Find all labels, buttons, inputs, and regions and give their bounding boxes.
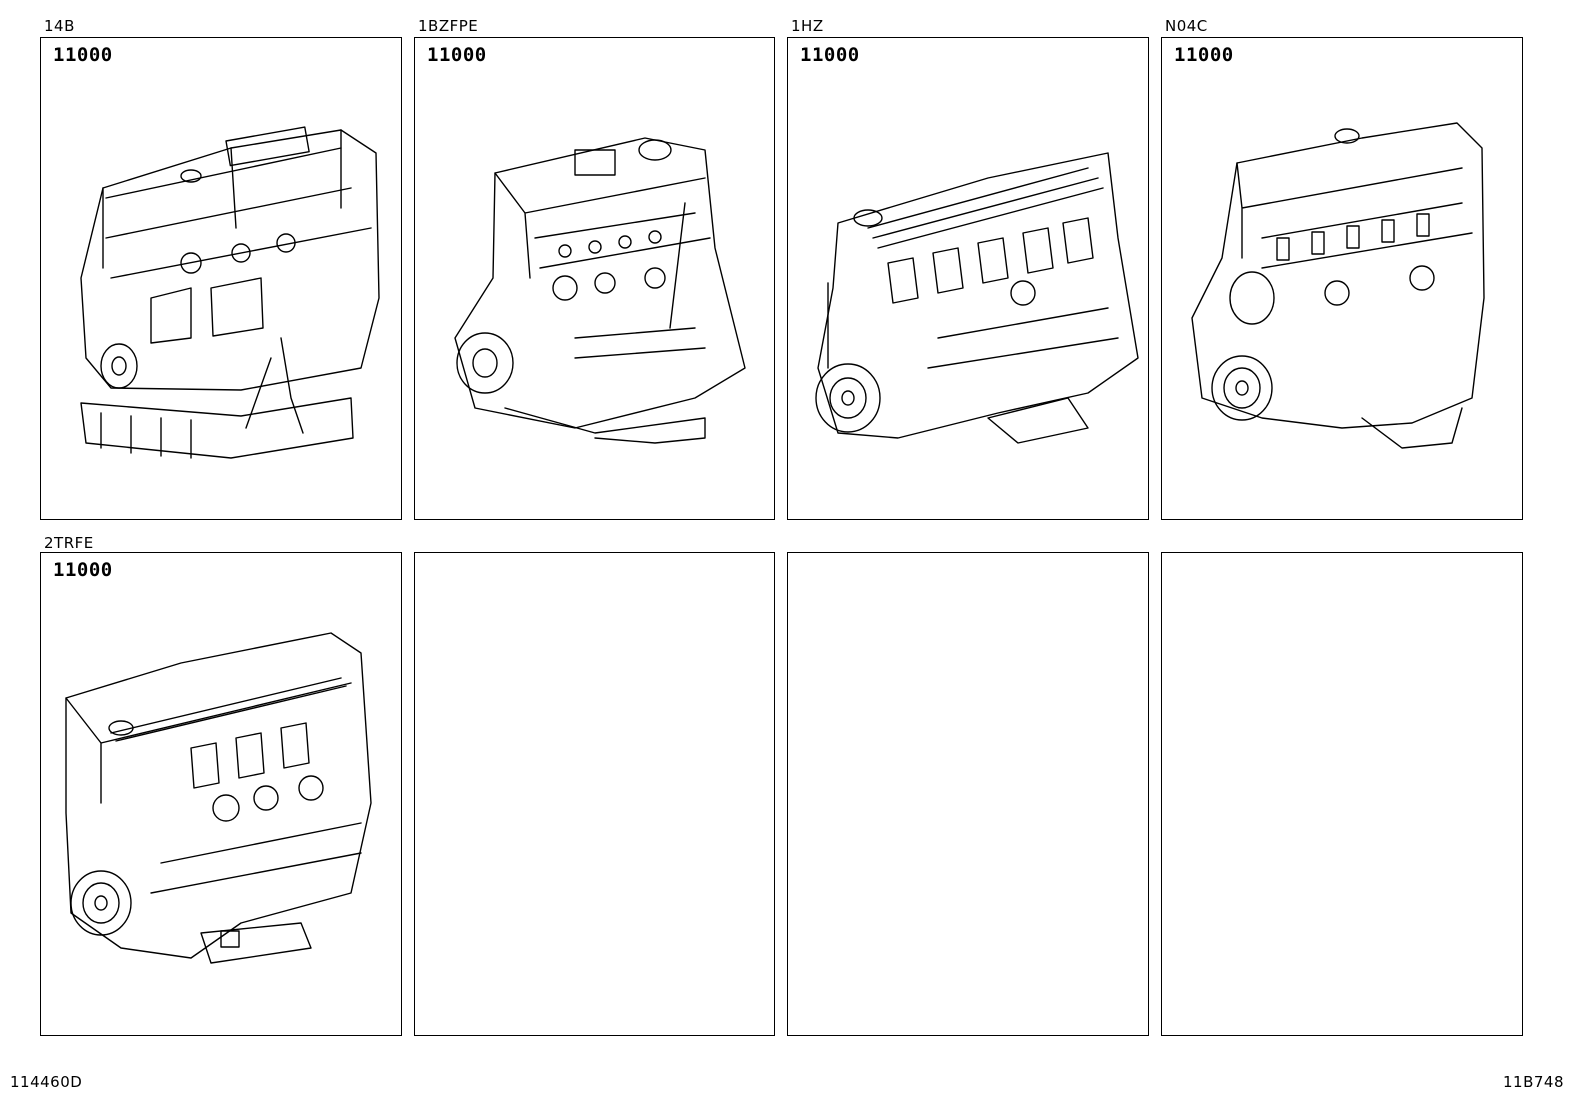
- engine-illustration-icon: [80, 126, 380, 459]
- empty-panel-7: [787, 552, 1149, 1036]
- engine-panel-1bzfpe[interactable]: 11000: [414, 37, 775, 520]
- part-number: 11000: [53, 44, 113, 66]
- panel-label-1bzfpe: 1BZFPE: [418, 17, 479, 35]
- panel-label-2trfe: 2TRFE: [44, 534, 94, 552]
- engine-illustration-icon: [65, 632, 372, 964]
- panel-label-n04c: N04C: [1165, 17, 1208, 35]
- engine-illustration-icon: [815, 152, 1139, 444]
- panel-label-14b: 14B: [44, 17, 75, 35]
- engine-illustration-icon: [454, 137, 746, 444]
- empty-panel-6: [414, 552, 775, 1036]
- engine-panel-n04c[interactable]: 11000: [1161, 37, 1523, 520]
- part-number: 11000: [427, 44, 487, 66]
- illustration-code-right: 11B748: [1502, 1073, 1564, 1091]
- illustration-code-left: 114460D: [10, 1073, 83, 1091]
- part-number: 11000: [53, 559, 113, 581]
- part-number: 11000: [800, 44, 860, 66]
- part-number: 11000: [1174, 44, 1234, 66]
- engine-illustration-icon: [1191, 122, 1485, 449]
- panel-label-1hz: 1HZ: [791, 17, 824, 35]
- empty-panel-8: [1161, 552, 1523, 1036]
- engine-panel-2trfe[interactable]: 11000: [40, 552, 402, 1036]
- engine-panel-1hz[interactable]: 11000: [787, 37, 1149, 520]
- engine-panel-14b[interactable]: 11000: [40, 37, 402, 520]
